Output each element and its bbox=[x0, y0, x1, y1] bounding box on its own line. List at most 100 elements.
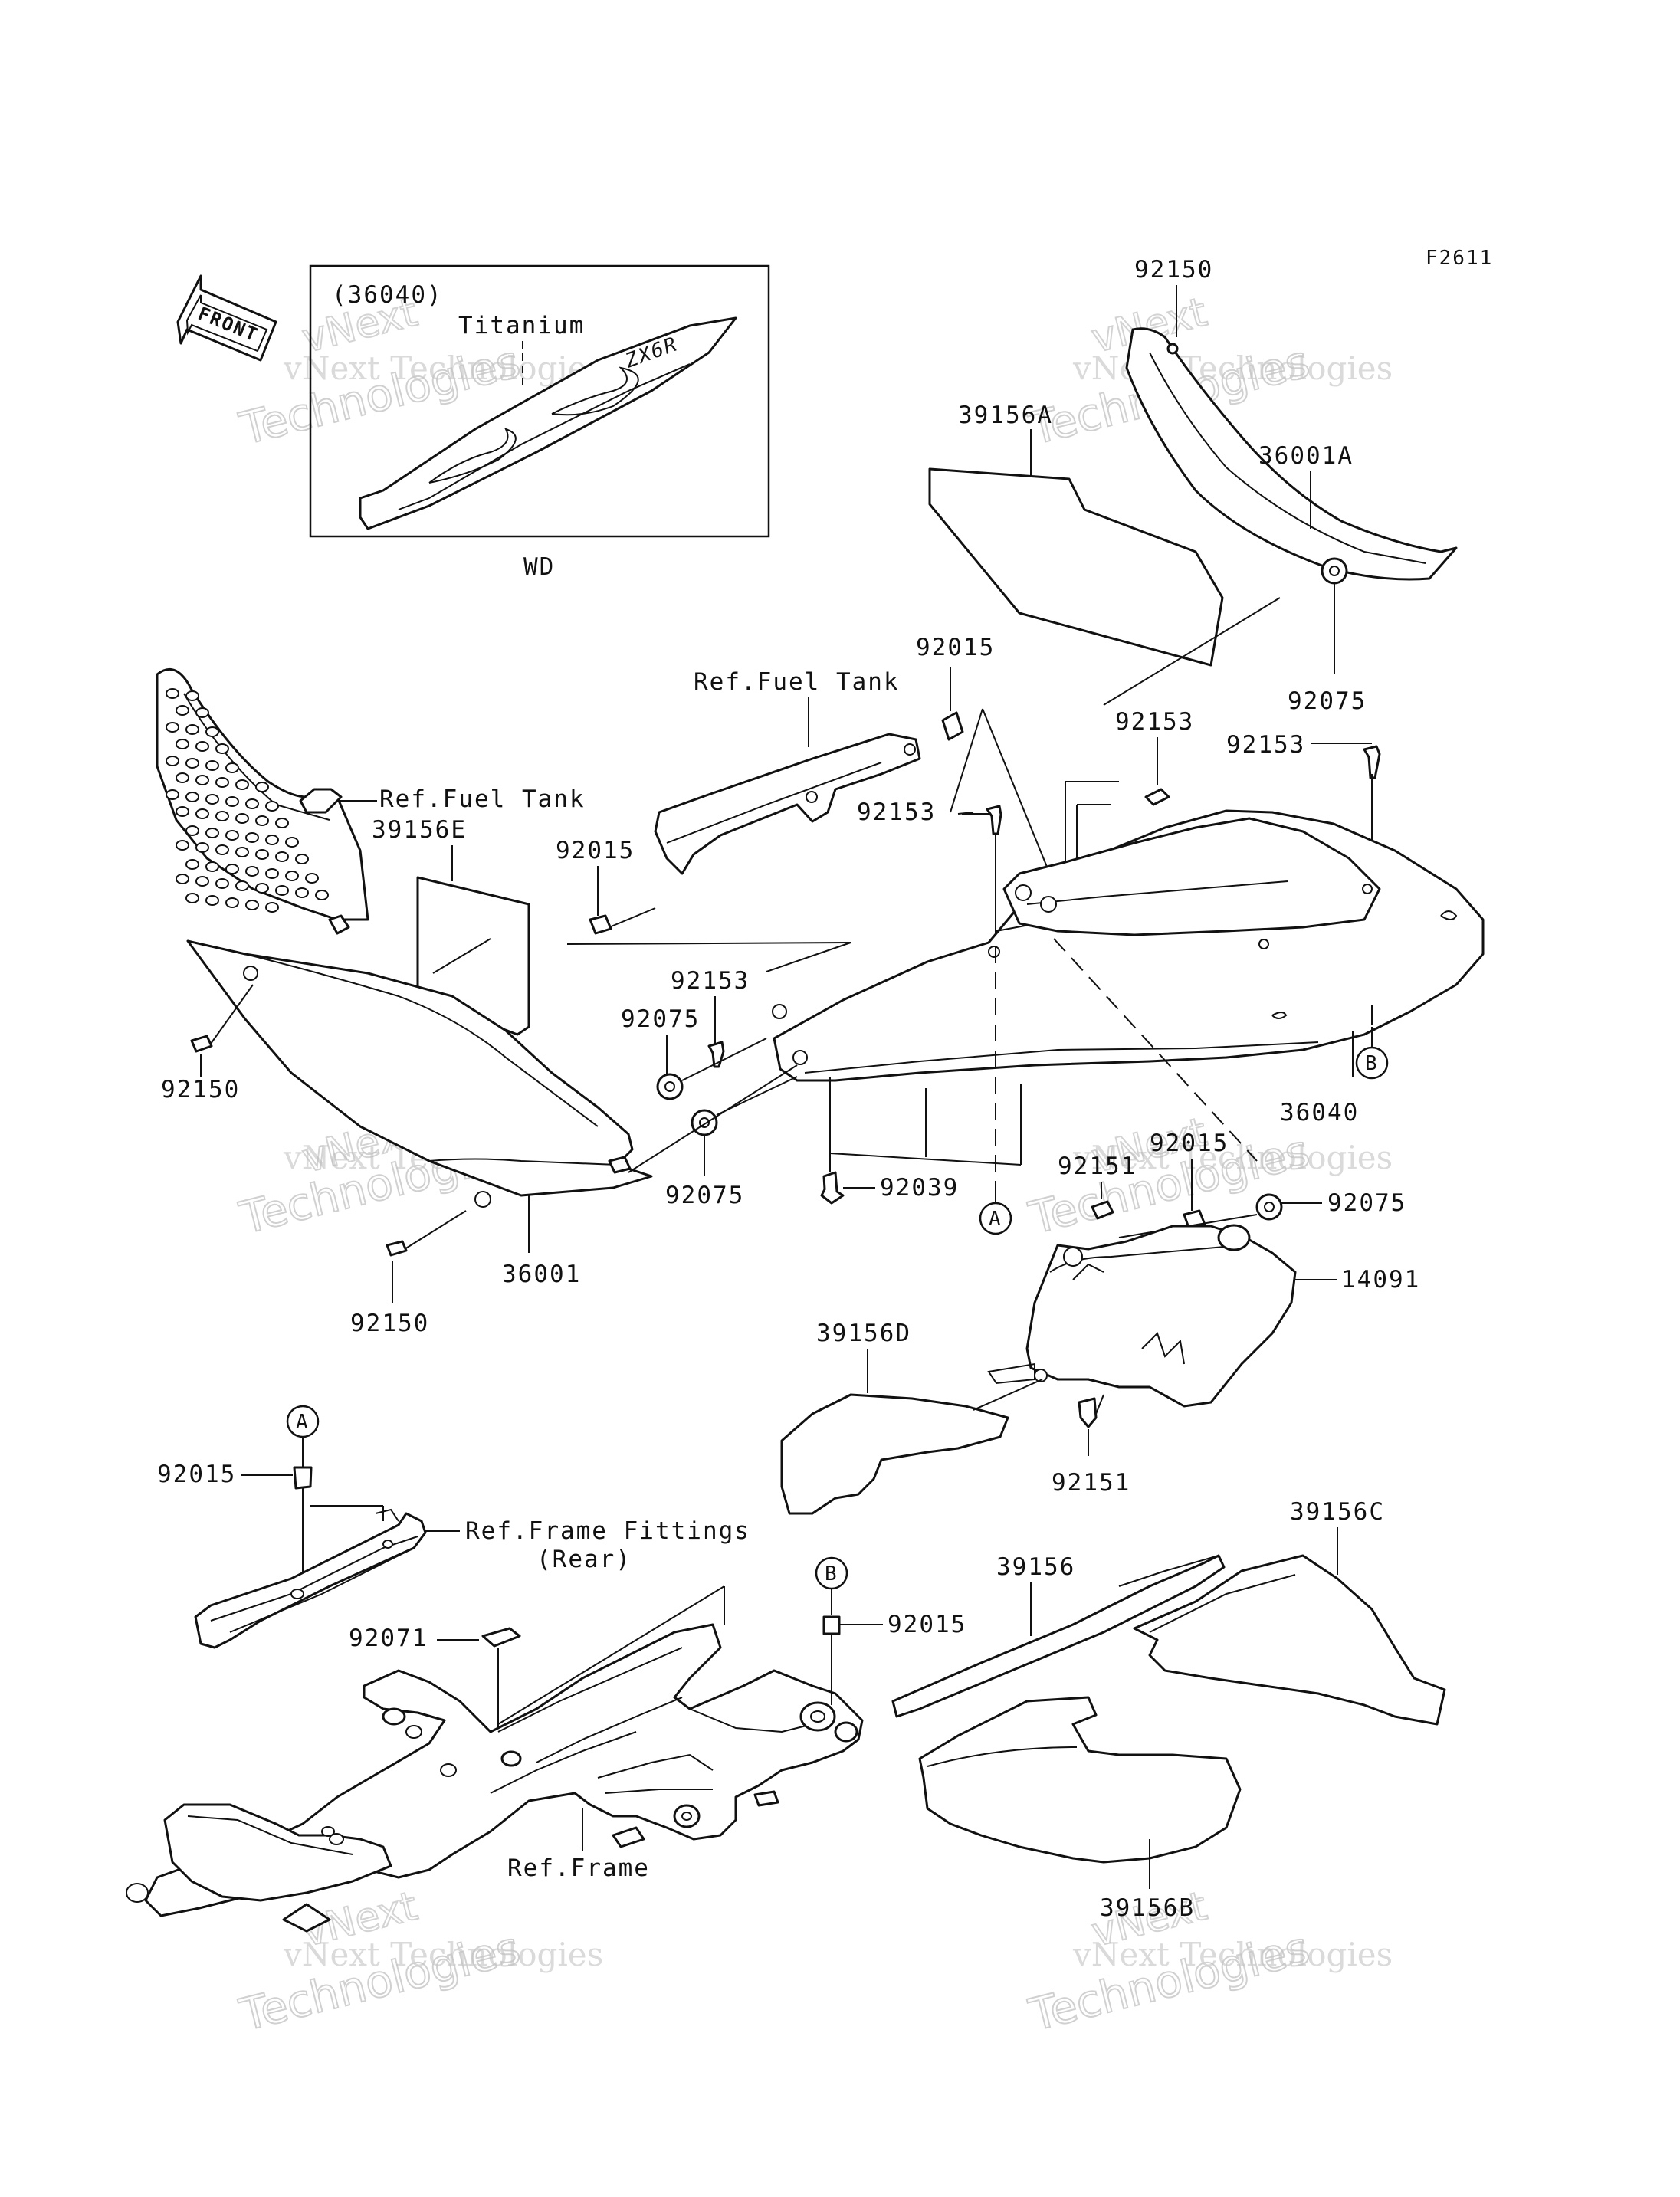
perforation-dot bbox=[215, 743, 229, 754]
inset-part-ref: (36040) bbox=[332, 281, 443, 309]
ref-circle-b-right: B bbox=[1355, 1027, 1389, 1080]
label-92075-mid: 92075 bbox=[665, 1182, 744, 1209]
ref-circle-a-lower: A bbox=[286, 1405, 320, 1470]
perforation-dot bbox=[195, 842, 209, 853]
perforation-dot bbox=[195, 808, 209, 819]
label-92153-d: 92153 bbox=[671, 967, 750, 995]
svg-text:vNext Technologies: vNext Technologies bbox=[283, 349, 603, 387]
perforation-dot bbox=[265, 902, 279, 913]
perforation-dot bbox=[275, 851, 289, 862]
label-39156: 39156 bbox=[996, 1553, 1075, 1581]
perforation-dot bbox=[245, 832, 259, 843]
label-92015-b: 92015 bbox=[888, 1611, 966, 1638]
svg-text:vNext Technologies: vNext Technologies bbox=[283, 1936, 603, 1973]
perforation-dot bbox=[275, 885, 289, 896]
label-92015-right: 92015 bbox=[1150, 1130, 1229, 1157]
perforation-dot bbox=[166, 688, 179, 699]
label-ref-fuel-tank-2: Ref.Fuel Tank bbox=[379, 785, 586, 813]
label-39156C: 39156C bbox=[1290, 1498, 1385, 1526]
watermark-bottom-left: vNext vNext Technologies Technologies bbox=[234, 1883, 603, 2042]
label-92151-a: 92151 bbox=[1058, 1153, 1137, 1180]
label-36001A: 36001A bbox=[1258, 442, 1354, 470]
perforation-dot bbox=[305, 873, 319, 884]
perforation-dot bbox=[215, 878, 229, 889]
perforation-dot bbox=[245, 866, 259, 877]
perforation-dot bbox=[195, 741, 209, 752]
dot-pattern bbox=[166, 688, 329, 913]
label-39156A: 39156A bbox=[958, 402, 1053, 429]
perforation-dot bbox=[166, 722, 179, 733]
perforation-dot bbox=[215, 811, 229, 821]
perforation-dot bbox=[205, 861, 219, 872]
label-92153-b: 92153 bbox=[1226, 731, 1305, 759]
svg-text:B: B bbox=[825, 1562, 837, 1585]
label-39156D: 39156D bbox=[816, 1320, 911, 1347]
label-92071: 92071 bbox=[349, 1625, 428, 1652]
perforation-dot bbox=[176, 840, 189, 851]
perforation-dot bbox=[255, 782, 269, 792]
ref-circle-a-center: A bbox=[979, 1184, 1012, 1235]
part-36040 bbox=[772, 809, 1485, 1082]
perforation-dot bbox=[215, 844, 229, 855]
label-92015-top: 92015 bbox=[916, 634, 995, 661]
svg-text:A: A bbox=[989, 1208, 1001, 1231]
perforation-dot bbox=[235, 847, 249, 857]
svg-text:B: B bbox=[1365, 1052, 1377, 1075]
perforation-dot bbox=[225, 897, 239, 908]
perforation-dot bbox=[176, 739, 189, 749]
perforation-dot bbox=[225, 830, 239, 841]
perforation-dot bbox=[285, 837, 299, 848]
perforation-dot bbox=[255, 815, 269, 826]
perforation-dot bbox=[265, 868, 279, 879]
perforation-dot bbox=[215, 777, 229, 788]
perforation-dot bbox=[255, 849, 269, 860]
perforation-dot bbox=[265, 801, 279, 812]
label-92151-b: 92151 bbox=[1052, 1469, 1130, 1497]
label-ref-frame-fittings-sub: (Rear) bbox=[536, 1546, 632, 1573]
label-92015-left: 92015 bbox=[556, 837, 635, 864]
perforation-dot bbox=[185, 859, 199, 870]
watermark-bottom-right: vNext vNext Technologies Technologies bbox=[1023, 1883, 1393, 2042]
perforation-dot bbox=[185, 724, 199, 735]
perforation-dot bbox=[205, 828, 219, 838]
part-frame bbox=[126, 1623, 864, 1933]
perforation-dot bbox=[315, 890, 329, 900]
perforation-dot bbox=[185, 690, 199, 701]
perforation-dot bbox=[185, 893, 199, 903]
inset-box: (36040) Titanium ZX6R WD bbox=[309, 264, 770, 581]
perforation-dot bbox=[205, 794, 219, 805]
label-39156B: 39156B bbox=[1100, 1894, 1195, 1922]
perforation-dot bbox=[225, 762, 239, 773]
perforation-dot bbox=[195, 775, 209, 785]
label-36040: 36040 bbox=[1280, 1099, 1359, 1126]
perforation-dot bbox=[285, 871, 299, 881]
perforation-dot bbox=[275, 818, 289, 828]
perforation-dot bbox=[235, 779, 249, 790]
ref-circle-b-lower: B bbox=[815, 1556, 848, 1615]
perforation-dot bbox=[166, 756, 179, 766]
label-92075-left: 92075 bbox=[621, 1005, 700, 1033]
perforation-dot bbox=[225, 864, 239, 874]
label-92150-left: 92150 bbox=[161, 1076, 240, 1103]
perforation-dot bbox=[166, 789, 179, 800]
label-36001: 36001 bbox=[502, 1261, 581, 1288]
label-92075-top: 92075 bbox=[1288, 687, 1367, 715]
label-39156E: 39156E bbox=[372, 816, 467, 844]
perforation-dot bbox=[265, 835, 279, 845]
perforation-dot bbox=[195, 707, 209, 718]
perforation-dot bbox=[205, 895, 219, 906]
perforation-dot bbox=[205, 760, 219, 771]
perforation-dot bbox=[176, 772, 189, 783]
svg-text:vNext Technologies: vNext Technologies bbox=[1072, 1936, 1393, 1973]
perforation-dot bbox=[245, 900, 259, 910]
label-92153-a: 92153 bbox=[1115, 708, 1194, 736]
svg-text:vNext Technologies: vNext Technologies bbox=[1072, 1139, 1393, 1176]
perforation-dot bbox=[185, 758, 199, 769]
label-92150-bottom: 92150 bbox=[350, 1310, 429, 1337]
figure-code: F2611 bbox=[1426, 247, 1493, 270]
part-36001 bbox=[186, 939, 653, 1208]
perforation-dot bbox=[225, 796, 239, 807]
label-92075-right: 92075 bbox=[1327, 1189, 1406, 1217]
part-14091 bbox=[987, 1224, 1297, 1408]
